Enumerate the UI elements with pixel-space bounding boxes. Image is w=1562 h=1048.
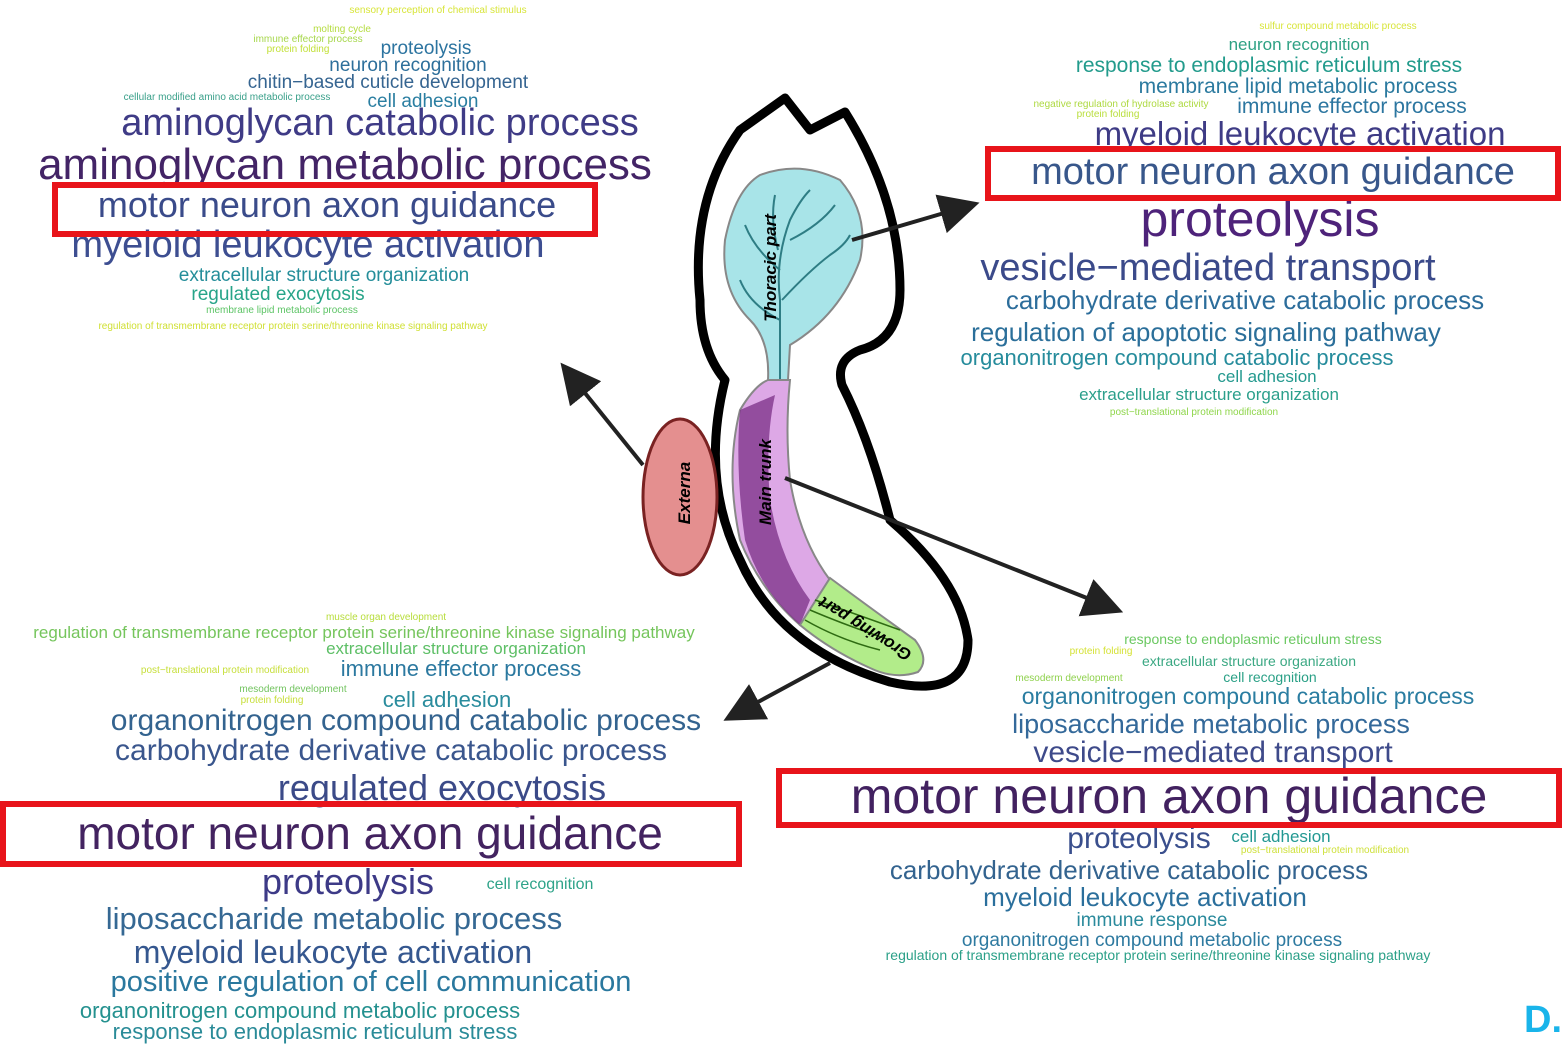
highlight-box-top-right (985, 146, 1561, 201)
cloud-term: cell recognition (486, 876, 594, 893)
cloud-term: mesoderm development (239, 684, 347, 695)
cloud-term: motor neuron axon guidance (850, 768, 1488, 824)
cloud-term: cell adhesion (1231, 827, 1331, 846)
highlight-box-bottom-left (0, 801, 742, 867)
cloud-term: immune effector process (253, 34, 363, 45)
cloud-term: motor neuron axon guidance (1031, 151, 1515, 193)
cloud-term: liposaccharide metabolic process (105, 901, 563, 936)
cloud-term: organonitrogen compound catabolic proces… (110, 704, 702, 737)
cloud-term: muscle organ development (325, 612, 447, 623)
arrow-growing-to-bottom-left (723, 661, 831, 721)
cloud-term: organonitrogen compound catabolic proces… (1021, 683, 1475, 709)
cloud-term: post−translational protein modification (1109, 407, 1279, 418)
cloud-term: myeloid leukocyte activation (1094, 115, 1506, 152)
cloud-term: cell recognition (1223, 669, 1317, 685)
cloud-term: aminoglycan catabolic process (121, 102, 639, 144)
thoracic-part-label: Thoracic part (761, 213, 780, 322)
cloud-term: extracellular structure organization (326, 639, 586, 658)
cloud-term: cell adhesion (382, 687, 512, 712)
cloud-term: organonitrogen compound metabolic proces… (961, 930, 1343, 951)
cloud-term: post−translational protein modification (140, 665, 310, 676)
cloud-term: proteolysis (380, 38, 472, 59)
cloud-term: carbohydrate derivative catabolic proces… (1005, 285, 1485, 315)
cloud-term: proteolysis (1067, 822, 1211, 855)
cloud-term: neuron recognition (1228, 35, 1370, 54)
cloud-term: immune response (1076, 910, 1228, 931)
cloud-term: post−translational protein modification (1240, 845, 1410, 856)
cloud-term: protein folding (1076, 109, 1140, 120)
highlight-box-bottom-right (776, 768, 1562, 828)
cloud-term: protein folding (240, 695, 304, 706)
cloud-term: response to endoplasmic reticulum stress (1075, 54, 1463, 77)
cloud-term: carbohydrate derivative catabolic proces… (115, 734, 667, 767)
cloud-term: regulation of apoptotic signaling pathwa… (971, 317, 1441, 347)
main-trunk-roots (738, 395, 810, 625)
cloud-term: myeloid leukocyte activation (983, 882, 1307, 912)
cloud-term: motor neuron axon guidance (97, 184, 557, 225)
cloud-term: molting cycle (313, 24, 371, 35)
cloud-term: sulfur compound metabolic process (1259, 21, 1417, 32)
cloud-term: protein folding (1069, 646, 1133, 657)
cloud-term: extracellular structure organization (178, 265, 470, 286)
thoracic-roots (739, 189, 851, 380)
arrow-externa-to-top-left (560, 362, 645, 467)
cloud-term: positive regulation of cell communicatio… (110, 966, 632, 998)
cloud-term: sensory perception of chemical stimulus (349, 5, 527, 16)
cloud-term: regulation of transmembrane receptor pro… (33, 623, 695, 642)
cloud-term: mesoderm development (1015, 673, 1123, 684)
cloud-term: proteolysis (1140, 191, 1380, 247)
cloud-term: regulation of transmembrane receptor pro… (98, 321, 488, 332)
cloud-term: immune effector process (1237, 95, 1467, 118)
main-trunk-label: Main trunk (756, 437, 775, 524)
cloud-term: liposaccharide metabolic process (1012, 709, 1410, 739)
cloud-term: cell adhesion (1217, 367, 1317, 386)
cloud-term: aminoglycan metabolic process (38, 140, 652, 189)
thoracic-part-shape (723, 167, 864, 381)
cloud-term: cell adhesion (367, 91, 479, 112)
cloud-term: immune effector process (340, 656, 582, 681)
cloud-term: carbohydrate derivative catabolic proces… (889, 855, 1369, 885)
cloud-term: regulation of transmembrane receptor pro… (885, 947, 1431, 963)
externa-label: Externa (675, 462, 694, 524)
cloud-term: protein folding (266, 44, 330, 55)
panel-letter: D. (1524, 999, 1562, 1041)
cloud-term: myeloid leukocyte activation (133, 934, 533, 970)
cloud-term: negative regulation of hydrolase activit… (1033, 99, 1209, 110)
cloud-term: neuron recognition (329, 55, 487, 76)
arrow-trunk-to-bottom-right (784, 476, 1124, 617)
cloud-term: response to endoplasmic reticulum stress (112, 1019, 518, 1044)
cloud-term: vesicle−mediated transport (1033, 736, 1393, 769)
cloud-term: extracellular structure organization (1079, 385, 1339, 404)
externa-shape (641, 417, 719, 577)
arrow-thoracic-to-top-right (851, 194, 980, 242)
cloud-term: response to endoplasmic reticulum stress (1124, 631, 1382, 647)
cloud-term: extracellular structure organization (1142, 653, 1356, 669)
cloud-term: proteolysis (261, 861, 435, 902)
cloud-term: membrane lipid metabolic process (206, 305, 358, 316)
cloud-term: cellular modified amino acid metabolic p… (123, 92, 331, 103)
cloud-term: membrane lipid metabolic process (1138, 75, 1458, 98)
highlight-box-top-left (52, 182, 598, 237)
cloud-term: regulated exocytosis (277, 767, 607, 808)
cloud-term: organonitrogen compound catabolic proces… (960, 345, 1394, 370)
cloud-term: vesicle−mediated transport (980, 247, 1436, 289)
cloud-term: regulated exocytosis (191, 284, 365, 305)
cloud-term: motor neuron axon guidance (77, 807, 663, 859)
growing-part-shape (798, 576, 925, 677)
growing-roots (804, 599, 901, 651)
cloud-term: chitin−based cuticle development (247, 72, 529, 93)
cloud-term: organonitrogen compound metabolic proces… (79, 998, 521, 1023)
